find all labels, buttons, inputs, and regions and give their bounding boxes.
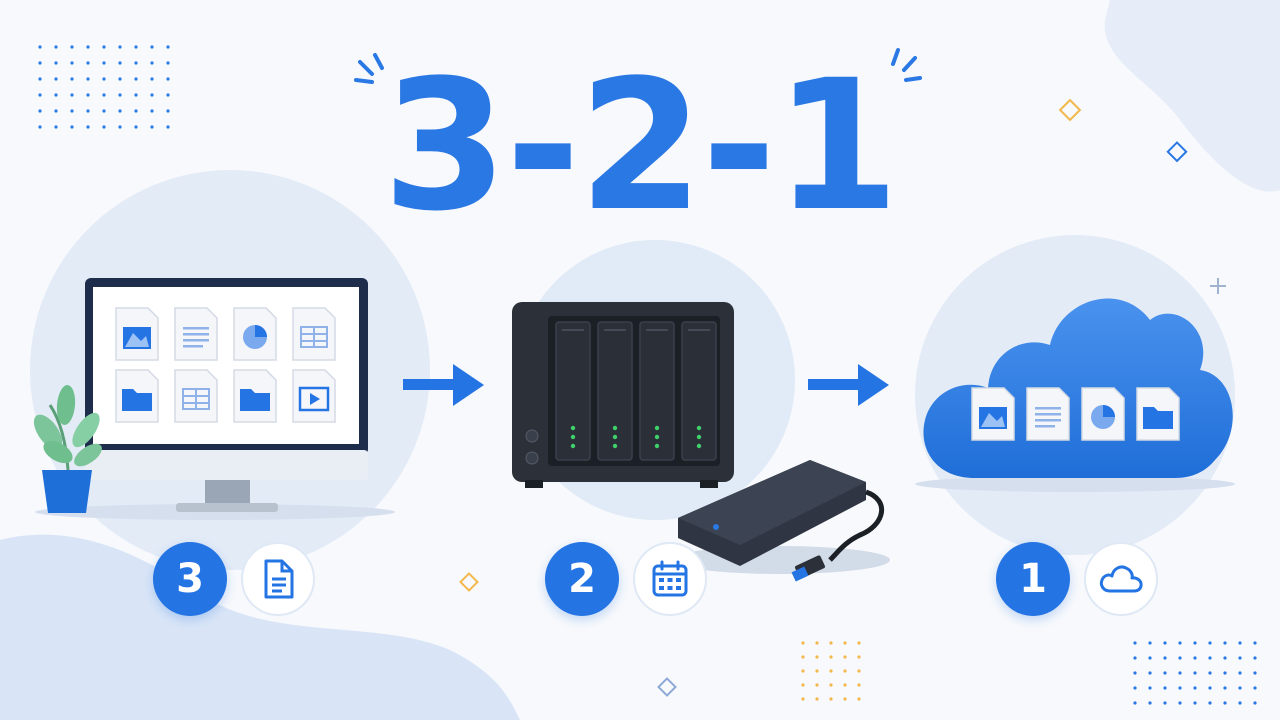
diamond-blue-bottom	[657, 677, 677, 697]
image-file-icon	[971, 387, 1015, 441]
step-number-badge: 2	[545, 542, 619, 616]
video-file-icon	[292, 369, 336, 423]
diamond-blue-top	[1166, 141, 1188, 163]
sheet-file-icon	[174, 369, 218, 423]
pie-file-icon	[1081, 387, 1125, 441]
blob-top-right	[1104, 0, 1280, 192]
folder-file-icon	[1136, 387, 1180, 441]
pie-file-icon	[233, 307, 277, 361]
cloud-icon-badge	[1084, 542, 1158, 616]
diamond-gold-bottom	[459, 572, 479, 592]
doc-file-icon	[1026, 387, 1070, 441]
doc-file-icon	[174, 307, 218, 361]
dot-grid-bottom-right	[1133, 641, 1257, 705]
step-number-badge: 3	[153, 542, 227, 616]
sheet-file-icon	[292, 307, 336, 361]
calendar-icon	[652, 560, 688, 597]
step-number-badge: 1	[996, 542, 1070, 616]
plus-sign	[1210, 278, 1226, 294]
calendar-icon-badge	[633, 542, 707, 616]
folder-file-icon	[115, 369, 159, 423]
folder-file-icon	[233, 369, 277, 423]
external-hard-drive	[670, 460, 890, 582]
diamond-gold-top	[1058, 98, 1082, 122]
spark-lines-left	[354, 53, 384, 84]
main-title: 3-2-1	[382, 42, 899, 251]
arrow-right-icon	[808, 364, 889, 406]
document-icon-badge	[241, 542, 315, 616]
spark-lines-right	[891, 48, 922, 82]
cloud-icon	[1099, 565, 1143, 593]
document-icon	[264, 559, 294, 599]
blob-bottom-left	[0, 534, 520, 720]
dot-grid-top-left	[38, 45, 170, 129]
plant-decoration	[33, 385, 102, 513]
arrow-right-icon	[403, 364, 484, 406]
dot-grid-bottom-middle	[801, 641, 861, 701]
image-file-icon	[115, 307, 159, 361]
